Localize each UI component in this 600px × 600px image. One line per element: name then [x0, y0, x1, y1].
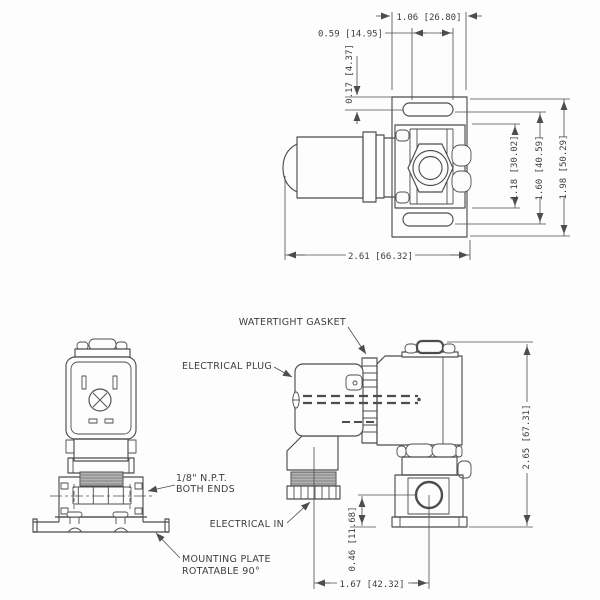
port-inner-circle	[418, 155, 443, 181]
body-side-tab	[457, 460, 472, 479]
electrical-plug-label: ELECTRICAL PLUG	[182, 361, 272, 372]
plug-top-cap	[74, 348, 131, 358]
body-port-mark-br	[134, 507, 143, 515]
dim-slot-spacing-label: 1.60 [40.59]	[535, 135, 545, 200]
front-view-body	[50, 471, 152, 518]
electrical-in-label: ELECTRICAL IN	[210, 519, 284, 530]
body-port-mark-bl	[60, 507, 69, 515]
side-view-callouts: WATERTIGHT GASKET ELECTRICAL PLUG ELECTR…	[182, 317, 367, 530]
body-corner-detail-bottom	[395, 191, 410, 204]
hidden-pins	[303, 394, 418, 405]
top-view-coil	[282, 131, 395, 203]
top-view-dimensions: 1.06 [26.80] 0.59 [14.95] 0.17 [4.37] 1.…	[284, 12, 570, 262]
electrical-in-leader	[286, 501, 311, 524]
npt-label-line1: 1/8" N.P.T.	[176, 473, 227, 484]
coil-neck-lines	[384, 137, 395, 198]
bracket-profile	[33, 516, 169, 533]
base-flange-lines	[399, 517, 460, 527]
bracket-bump-right	[112, 511, 129, 518]
watertight-gasket-label: WATERTIGHT GASKET	[239, 317, 346, 328]
body-lobe-upper	[451, 144, 472, 167]
bonnet-bump-4	[455, 445, 463, 458]
plug-latch-hole	[352, 380, 358, 386]
dim-slot-offset-label: 0.17 [4.37]	[345, 44, 355, 104]
front-view-callouts: 1/8" N.P.T. BOTH ENDS MOUNTING PLATE ROT…	[147, 473, 271, 577]
front-view: 1/8" N.P.T. BOTH ENDS MOUNTING PLATE ROT…	[32, 338, 271, 577]
watertight-gasket-leader	[347, 326, 367, 355]
dim-conduit-to-port-label: 1.67 [42.32]	[339, 580, 404, 590]
mounting-slot-top	[402, 102, 454, 117]
conduit-nut-ribs	[293, 486, 337, 499]
gasket-ribs	[362, 365, 377, 433]
body-lobe-lower	[451, 170, 472, 193]
cap-bump-right	[442, 343, 456, 354]
mounting-plate	[391, 96, 468, 238]
bracket-lip-left	[32, 518, 38, 533]
npt-leader	[147, 484, 176, 493]
mounting-plate-leader	[155, 532, 181, 559]
electrical-plug-leader	[273, 366, 293, 378]
plug-slot-left	[81, 375, 87, 390]
dim-overall-height-label: 2.65 [67.31]	[522, 404, 532, 469]
coil-dome	[282, 143, 298, 193]
top-view: 1.06 [26.80] 0.59 [14.95] 0.17 [4.37] 1.…	[282, 12, 570, 262]
plug-neck	[73, 438, 129, 462]
bonnet-bump-2	[405, 443, 434, 458]
threads	[79, 471, 124, 487]
plug-dash-left	[88, 418, 98, 424]
port-face	[407, 477, 450, 515]
mounting-plate-label-line1: MOUNTING PLATE	[182, 554, 271, 565]
bonnet-bump-1	[396, 445, 407, 458]
mounting-slot-bottom	[402, 212, 454, 227]
bracket-slot-ticks	[69, 517, 126, 524]
bracket-foot-arcs	[67, 527, 129, 533]
coil-collar-inner	[375, 134, 385, 199]
flange-inner-lines	[72, 458, 130, 473]
valve-body-outline	[394, 124, 466, 209]
front-view-plug	[65, 338, 137, 440]
cap-bump-center	[415, 339, 445, 355]
npt-label-line2: BOTH ENDS	[176, 484, 235, 495]
dim-slot-length-label: 0.59 [14.95]	[318, 30, 383, 40]
top-view-body	[391, 96, 472, 238]
cap-bump-left	[404, 343, 418, 354]
body-hex-band	[72, 486, 132, 505]
plug-body-inner	[70, 361, 132, 435]
plug-top-bump-center	[88, 338, 117, 351]
dim-plate-width-label: 1.06 [26.80]	[396, 13, 461, 23]
bonnet-bump-3	[431, 443, 458, 458]
conduit-ribbed-nut	[286, 485, 341, 500]
body-port-mark-tr	[134, 482, 143, 490]
bracket-lip-right	[164, 518, 170, 533]
dim-port-center-to-base-label: 0.46 [11.68]	[348, 506, 358, 571]
dim-body-height-label: 1.18 [30.02]	[510, 135, 520, 200]
dim-overall-length-label: 2.61 [66.32]	[348, 252, 413, 262]
pin-tip	[417, 397, 421, 402]
plug-screw-cross-icon	[92, 392, 108, 408]
plug-latch-detail	[345, 374, 363, 391]
side-view-dimensions: 2.65 [67.31] 0.46 [11.68] 1.67 [42.32]	[313, 341, 533, 590]
side-view-elbow	[286, 435, 341, 500]
side-view: 2.65 [67.31] 0.46 [11.68] 1.67 [42.32] W…	[182, 317, 533, 590]
body-corner-detail-top	[395, 129, 410, 142]
base-flange	[391, 516, 468, 528]
plug-dash-right	[104, 418, 114, 424]
plug-slot-right	[112, 375, 118, 390]
front-view-mounting-bracket	[32, 511, 170, 533]
side-view-plug	[292, 363, 421, 437]
dim-plate-height-label: 1.98 [50.29]	[559, 134, 569, 199]
mounting-plate-label-line2: ROTATABLE 90°	[182, 566, 260, 577]
hidden-port-centerlines	[73, 484, 131, 510]
body-port-mark-tl	[60, 482, 69, 490]
bracket-bump-left	[66, 511, 83, 518]
